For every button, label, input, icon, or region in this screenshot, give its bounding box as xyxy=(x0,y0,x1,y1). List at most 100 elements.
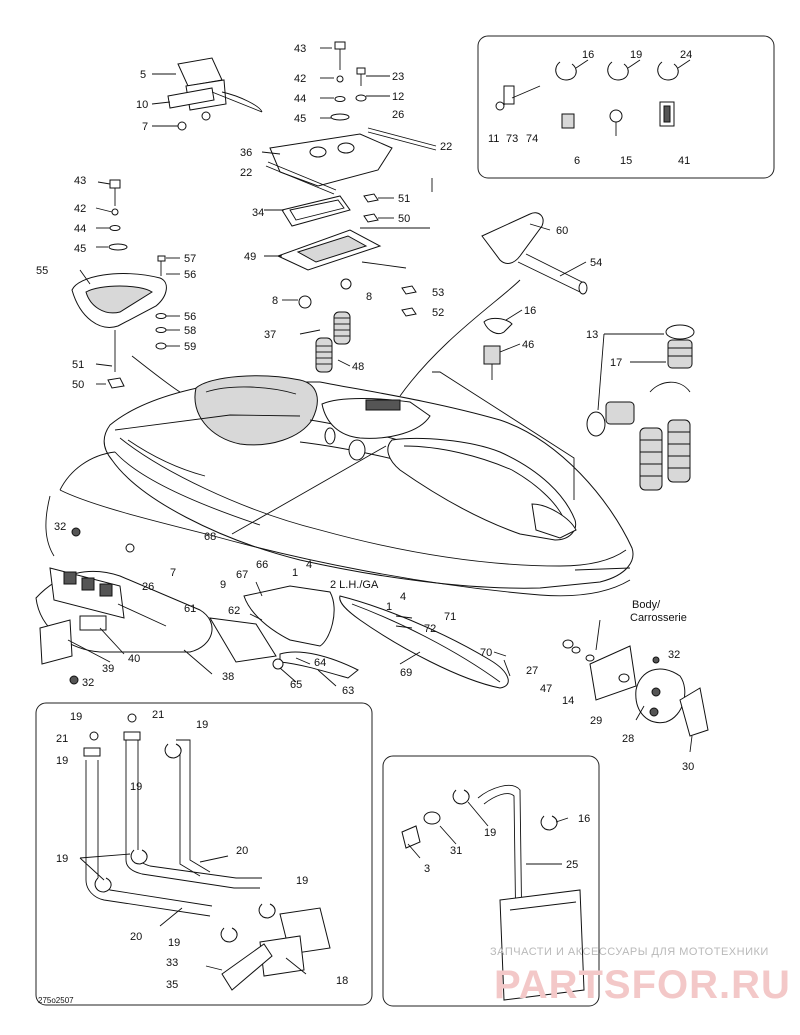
callout-13: 13 xyxy=(586,329,598,341)
watermark-tagline: ЗАПЧАСТИ И АКСЕССУАРЫ ДЛЯ МОТОТЕХНИКИ xyxy=(490,946,769,958)
callout-20a: 20 xyxy=(236,845,248,857)
inset-box-top-right xyxy=(477,35,775,179)
callout-56b: 56 xyxy=(184,311,196,323)
callout-52: 52 xyxy=(432,307,444,319)
part-hose-60 xyxy=(399,212,695,500)
callout-55: 55 xyxy=(36,265,48,277)
callout-6: 6 xyxy=(574,155,580,167)
callout-31: 31 xyxy=(450,845,462,857)
callout-73: 73 xyxy=(506,133,518,145)
callout-9: 9 xyxy=(220,579,226,591)
callout-23: 23 xyxy=(392,71,404,83)
watermark-logo: PARTSFOR.RU xyxy=(494,963,791,1007)
callout-26a: 26 xyxy=(392,109,404,121)
callout-1a: 1 xyxy=(292,567,298,579)
callout-58: 58 xyxy=(184,325,196,337)
callout-51b: 51 xyxy=(72,359,84,371)
callout-40: 40 xyxy=(128,653,140,665)
callout-62: 62 xyxy=(228,605,240,617)
callout-42b: 42 xyxy=(74,203,86,215)
callout-32b: 32 xyxy=(82,677,94,689)
callout-29: 29 xyxy=(590,715,602,727)
callout-45b: 45 xyxy=(74,243,86,255)
part-pipes-20 xyxy=(83,713,331,991)
callout-69: 69 xyxy=(400,667,412,679)
callout-70: 70 xyxy=(480,647,492,659)
callout-71: 71 xyxy=(444,611,456,623)
callout-59: 59 xyxy=(184,341,196,353)
callout-45a: 45 xyxy=(294,113,306,125)
callout-19a: 19 xyxy=(630,49,642,61)
callout-61: 61 xyxy=(184,603,196,615)
callout-26b: 26 xyxy=(142,581,154,593)
callout-8a: 8 xyxy=(272,295,278,307)
callout-22b: 22 xyxy=(240,167,252,179)
callout-22a: 22 xyxy=(440,141,452,153)
part-vent-28 xyxy=(562,639,709,737)
part-bracket-5 xyxy=(167,57,263,131)
callout-19f: 19 xyxy=(56,853,68,865)
callout-63: 63 xyxy=(342,685,354,697)
part-bolt-stack-top xyxy=(265,41,437,373)
callout-32c: 32 xyxy=(668,649,680,661)
part-panel-38 xyxy=(35,495,213,685)
callout-16c: 16 xyxy=(578,813,590,825)
callout-50a: 50 xyxy=(398,213,410,225)
callout-24: 24 xyxy=(680,49,692,61)
hull-drawing xyxy=(59,375,634,597)
callout-16b: 16 xyxy=(524,305,536,317)
callout-21b: 21 xyxy=(56,733,68,745)
part-tube-25 xyxy=(401,785,585,1001)
body-label-line1: Body/ xyxy=(632,599,661,611)
callout-7b: 7 xyxy=(170,567,176,579)
callout-41: 41 xyxy=(678,155,690,167)
callout-43b: 43 xyxy=(74,175,86,187)
callout-42a: 42 xyxy=(294,73,306,85)
callout-35: 35 xyxy=(166,979,178,991)
callout-18: 18 xyxy=(336,975,348,987)
leader-lines xyxy=(67,47,693,975)
callout-37: 37 xyxy=(264,329,276,341)
callout-labels: 43 42 44 45 23 12 26 5 10 7 36 22 22 51 … xyxy=(36,43,694,991)
callout-27: 27 xyxy=(526,665,538,677)
callout-39: 39 xyxy=(102,663,114,675)
inset-box-bottom-right xyxy=(382,755,600,1007)
callout-46: 46 xyxy=(522,339,534,351)
callout-72: 72 xyxy=(424,623,436,635)
callout-44b: 44 xyxy=(74,223,86,235)
callout-8b: 8 xyxy=(366,291,372,303)
callout-19e: 19 xyxy=(130,781,142,793)
callout-48: 48 xyxy=(352,361,364,373)
callout-19h: 19 xyxy=(168,937,180,949)
callout-17: 17 xyxy=(610,357,622,369)
callout-36: 36 xyxy=(240,147,252,159)
callout-14: 14 xyxy=(562,695,574,707)
callout-19b: 19 xyxy=(70,711,82,723)
callout-33: 33 xyxy=(166,957,178,969)
drawing-code: 275o2507 xyxy=(38,996,74,1005)
callout-11: 11 xyxy=(488,133,499,145)
callout-34: 34 xyxy=(252,207,264,219)
callout-2: 2 L.H./GA xyxy=(330,579,379,591)
callout-43a: 43 xyxy=(294,43,306,55)
callout-19c: 19 xyxy=(196,719,208,731)
callout-47: 47 xyxy=(540,683,552,695)
callout-66: 66 xyxy=(256,559,268,571)
callout-20b: 20 xyxy=(130,931,142,943)
callout-10: 10 xyxy=(136,99,148,111)
body-label-line2: Carrosserie xyxy=(630,612,687,624)
callout-4a: 4 xyxy=(306,559,312,571)
callout-53: 53 xyxy=(432,287,444,299)
callout-1b: 1 xyxy=(386,601,392,613)
callout-64: 64 xyxy=(314,657,326,669)
callout-44a: 44 xyxy=(294,93,306,105)
callout-30: 30 xyxy=(682,761,694,773)
callout-60: 60 xyxy=(556,225,568,237)
callout-67: 67 xyxy=(236,569,248,581)
inset-clamps xyxy=(495,59,691,136)
callout-25: 25 xyxy=(566,859,578,871)
callout-19g: 19 xyxy=(296,875,308,887)
callout-12: 12 xyxy=(392,91,404,103)
callout-16a: 16 xyxy=(582,49,594,61)
